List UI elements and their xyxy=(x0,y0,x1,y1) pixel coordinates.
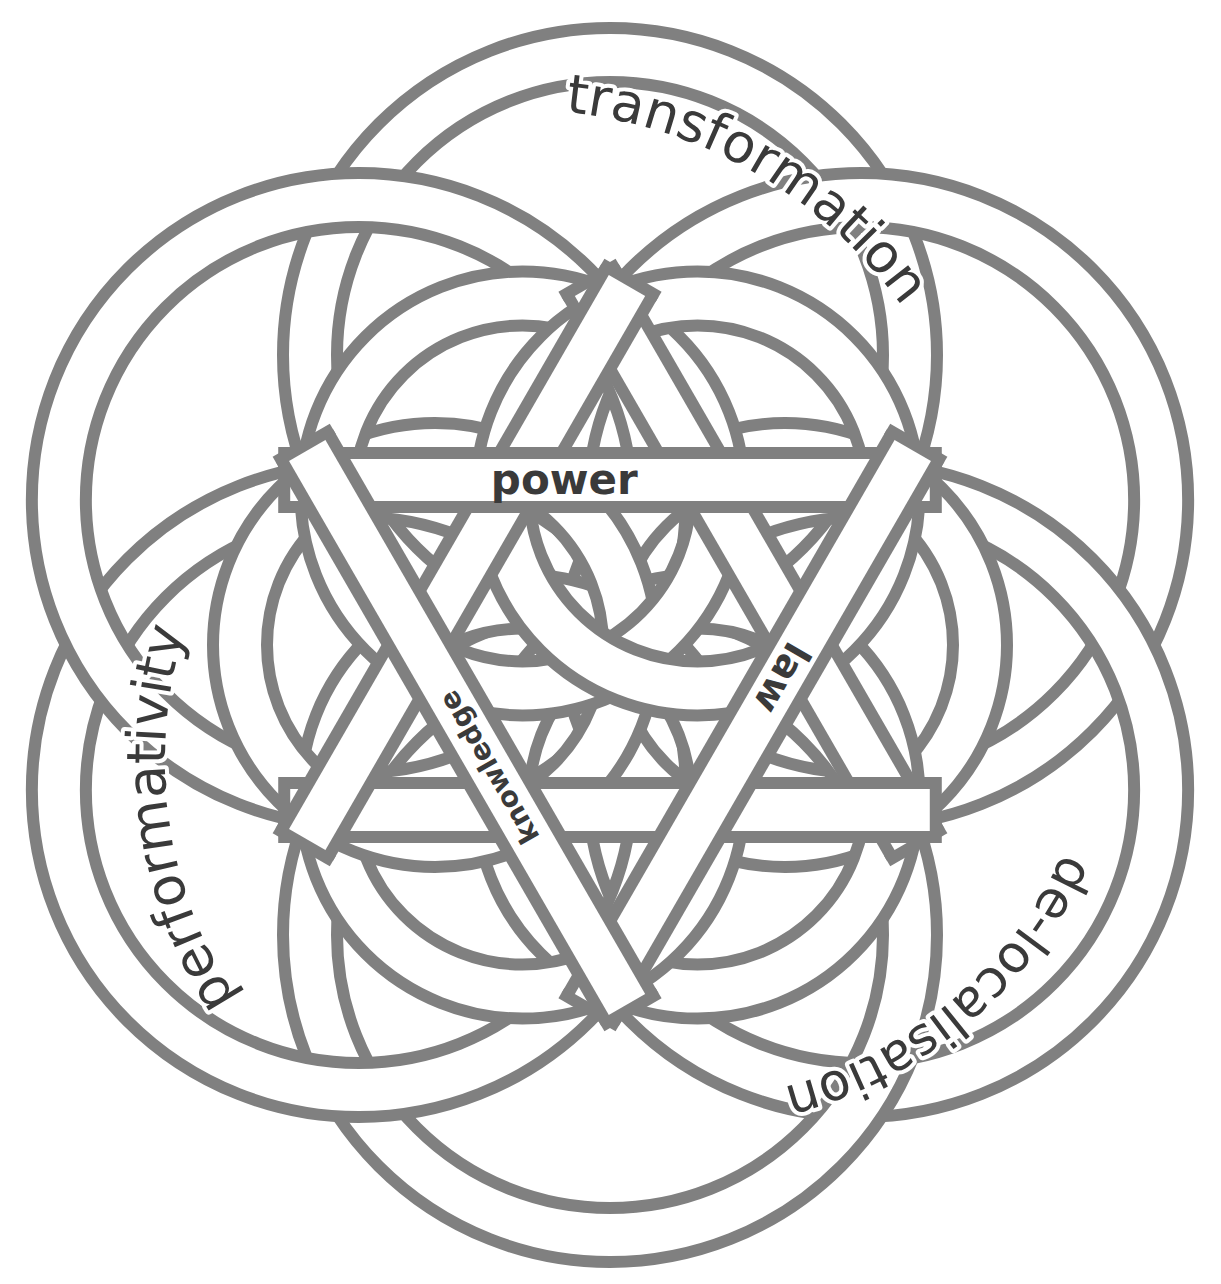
arc-label: de-localisation xyxy=(780,847,1107,1134)
hexagram-band xyxy=(284,777,936,843)
hexagram-band-fill xyxy=(284,459,936,501)
hexagram-band-cap xyxy=(601,264,658,297)
hexagram-band-edge xyxy=(284,777,936,843)
hexagram-band-edge xyxy=(304,445,630,1009)
arc-label-text: performativity xyxy=(115,617,248,1025)
hexagram-band-cap xyxy=(276,429,333,462)
hexagram-band-cap xyxy=(601,993,658,1026)
arc-label-text: de-localisation xyxy=(780,847,1107,1134)
hexagram-band xyxy=(276,429,659,1026)
hexagram-band-fill xyxy=(304,445,630,1009)
hexagram-band-fill xyxy=(284,789,936,831)
hexagram-band-edge xyxy=(284,447,936,513)
hexagram-band-cap xyxy=(276,828,333,861)
hexagram-band-cap xyxy=(887,429,944,462)
hexagram-band-fill xyxy=(590,445,916,1009)
hexagram-band-cap xyxy=(930,777,942,843)
text-arc xyxy=(165,417,437,1163)
arc-label-text: transformation xyxy=(564,62,943,314)
hexagram-band xyxy=(284,447,936,513)
hexagram-band-edge xyxy=(590,445,916,1009)
text-arc xyxy=(250,110,990,621)
arc-label: performativity xyxy=(115,617,248,1025)
text-arc xyxy=(536,607,1100,1100)
band-label: power xyxy=(487,459,642,501)
arc-label: transformation xyxy=(564,62,943,314)
